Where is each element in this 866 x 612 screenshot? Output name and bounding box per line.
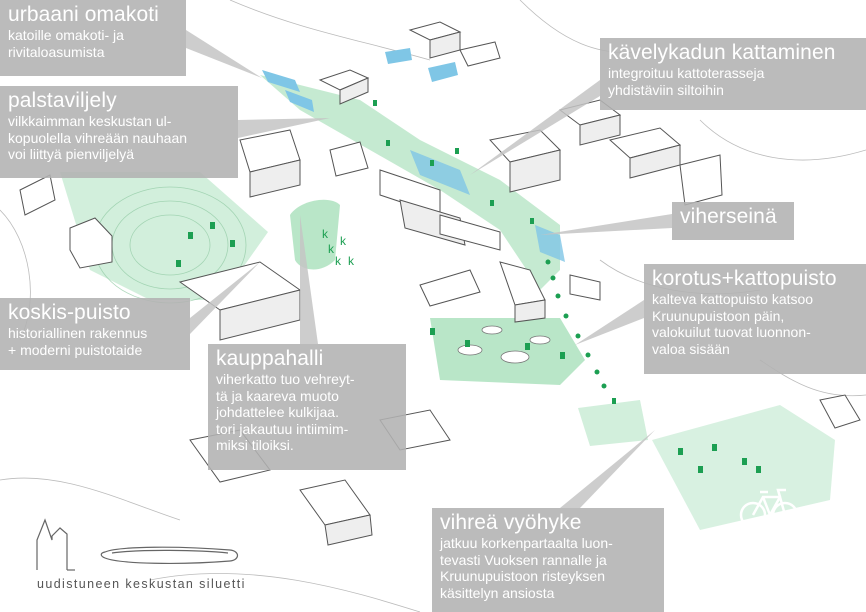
callout-allotments: palstaviljely vilkkaimman keskustan ul- … [0,86,238,178]
callout-title: urbaani omakoti [8,3,159,26]
skyline-silhouette-icon [36,518,239,571]
cultivation-marks: k k k k k [322,227,355,268]
callout-title: kauppahalli [216,347,324,370]
green-zone-small [578,400,648,446]
market-hall-green-roof [290,199,340,270]
green-zone-large [652,405,835,530]
svg-text:k: k [348,254,355,268]
callout-title: viherseinä [680,205,777,228]
green-ribbon [260,75,560,290]
svg-text:k: k [335,254,342,268]
rooftop-pool-1 [262,70,300,92]
svg-text:k: k [322,227,329,241]
callout-green-zone: vihreä vyöhyke jatkuu korkenpartaalta lu… [432,508,664,612]
callout-title: koskis-puisto [8,301,131,324]
svg-text:k: k [328,242,335,256]
roof-light-wells [457,325,551,364]
rooftop-pool-4 [385,48,412,64]
skyline-caption: uudistuneen keskustan siluetti [37,577,246,591]
canal-water [410,150,470,195]
callout-description: integroituu kattoterasseja yhdistäviin s… [608,65,765,98]
callout-roof-park: korotus+kattopuisto kalteva kattopuisto … [644,264,866,374]
roof-park-area [430,318,585,385]
callout-description: historiallinen rakennus + moderni puisto… [8,325,148,358]
callout-title: kävelykadun kattaminen [608,41,836,64]
callout-title: palstaviljely [8,89,117,112]
callout-green-wall: viherseinä [672,202,794,240]
rooftop-pool-2 [285,90,314,112]
svg-text:k: k [340,234,347,248]
callout-title: vihreä vyöhyke [440,511,582,534]
callout-description: viherkatto tuo vehreyt- tä ja kaareva mu… [216,371,355,453]
bicycle-icon [739,488,799,529]
callout-description: kalteva kattopuisto katsoo Kruunupuistoo… [652,291,814,357]
green-dot-path [545,259,607,389]
callout-koskis-park: koskis-puisto historiallinen rakennus + … [0,298,190,370]
callout-pedestrian-roof: kävelykadun kattaminen integroituu katto… [600,38,866,110]
callout-title: korotus+kattopuisto [652,267,837,290]
callout-description: vilkkaimman keskustan ul- kopuolella vih… [8,113,188,162]
callout-description: katoille omakoti- ja rivitaloasumista [8,27,124,60]
callout-urban-homes: urbaani omakoti katoille omakoti- ja riv… [0,0,186,76]
rooftop-pool-3 [428,62,458,82]
callout-market-hall: kauppahalli viherkatto tuo vehreyt- tä j… [208,344,406,470]
callout-description: jatkuu korkenpartaalta luon- tevasti Vuo… [440,535,613,601]
tree-markers [176,100,761,473]
